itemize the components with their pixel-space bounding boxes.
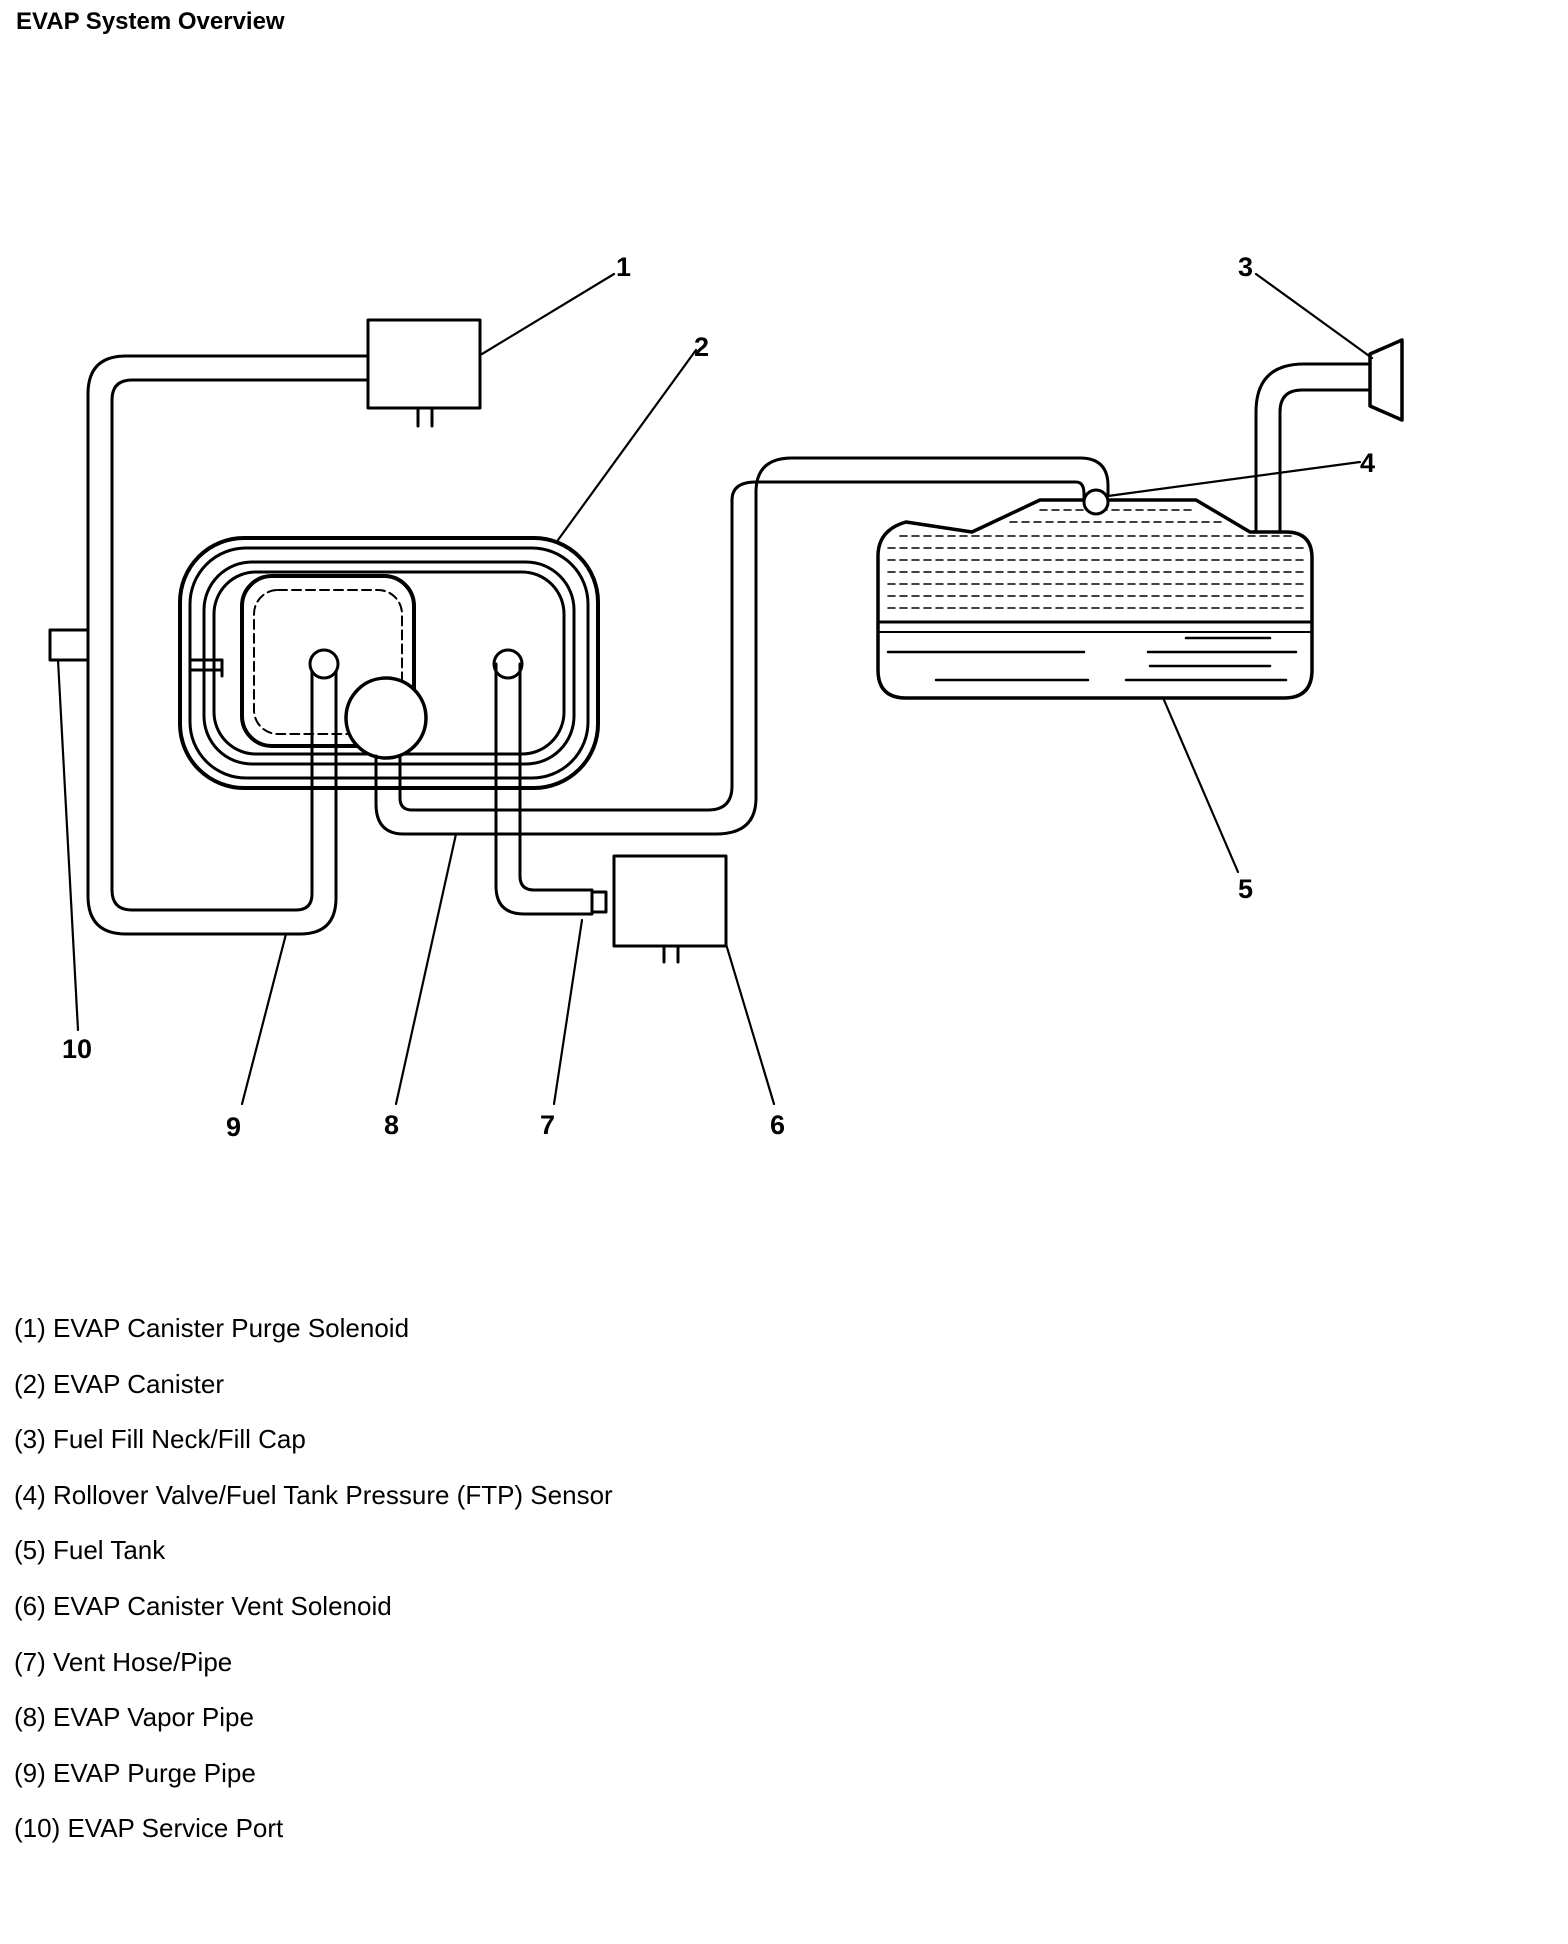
fuel-tank — [876, 498, 1314, 700]
legend-item: (3) Fuel Fill Neck/Fill Cap — [14, 1424, 306, 1455]
legend-item: (4) Rollover Valve/Fuel Tank Pressure (F… — [14, 1479, 613, 1510]
component-legend: (1) EVAP Canister Purge Solenoid (2) EVA… — [14, 1312, 613, 1868]
legend-item: (5) Fuel Tank — [14, 1535, 166, 1566]
callout-2: 2 — [694, 332, 709, 362]
canister-fittings — [308, 648, 524, 680]
evap-purge-pipe — [86, 354, 370, 936]
callout-10: 10 — [62, 1034, 92, 1064]
callout-3: 3 — [1238, 252, 1253, 282]
legend-item: (7) Vent Hose/Pipe — [14, 1646, 233, 1677]
evap-canister-purge-solenoid — [366, 318, 482, 428]
callout-1: 1 — [616, 252, 631, 282]
callout-7: 7 — [540, 1110, 555, 1140]
legend-item: (10) EVAP Service Port — [14, 1813, 284, 1844]
page-title: EVAP System Overview — [16, 8, 285, 35]
evap-canister-vent-solenoid — [590, 854, 728, 964]
legend-item: (8) EVAP Vapor Pipe — [14, 1702, 254, 1733]
callout-8: 8 — [384, 1110, 399, 1140]
evap-service-port — [48, 628, 90, 662]
fuel-fill-neck — [1254, 338, 1404, 534]
legend-item: (9) EVAP Purge Pipe — [14, 1757, 256, 1788]
legend-item: (2) EVAP Canister — [14, 1368, 225, 1399]
vent-hose-pipe — [494, 662, 594, 916]
rollover-valve-ftp-sensor — [1082, 488, 1110, 516]
legend-item: (1) EVAP Canister Purge Solenoid — [14, 1313, 410, 1343]
evap-canister — [178, 536, 600, 790]
leader-lines — [56, 272, 1374, 1106]
callout-5: 5 — [1238, 874, 1253, 904]
callout-4: 4 — [1360, 448, 1375, 478]
evap-vapor-pipe — [374, 456, 1110, 836]
callout-9: 9 — [226, 1112, 241, 1142]
legend-item: (6) EVAP Canister Vent Solenoid — [14, 1590, 392, 1621]
callout-6: 6 — [770, 1110, 785, 1140]
callout-numbers: 1 2 3 4 5 6 7 8 9 10 — [62, 252, 1375, 1142]
